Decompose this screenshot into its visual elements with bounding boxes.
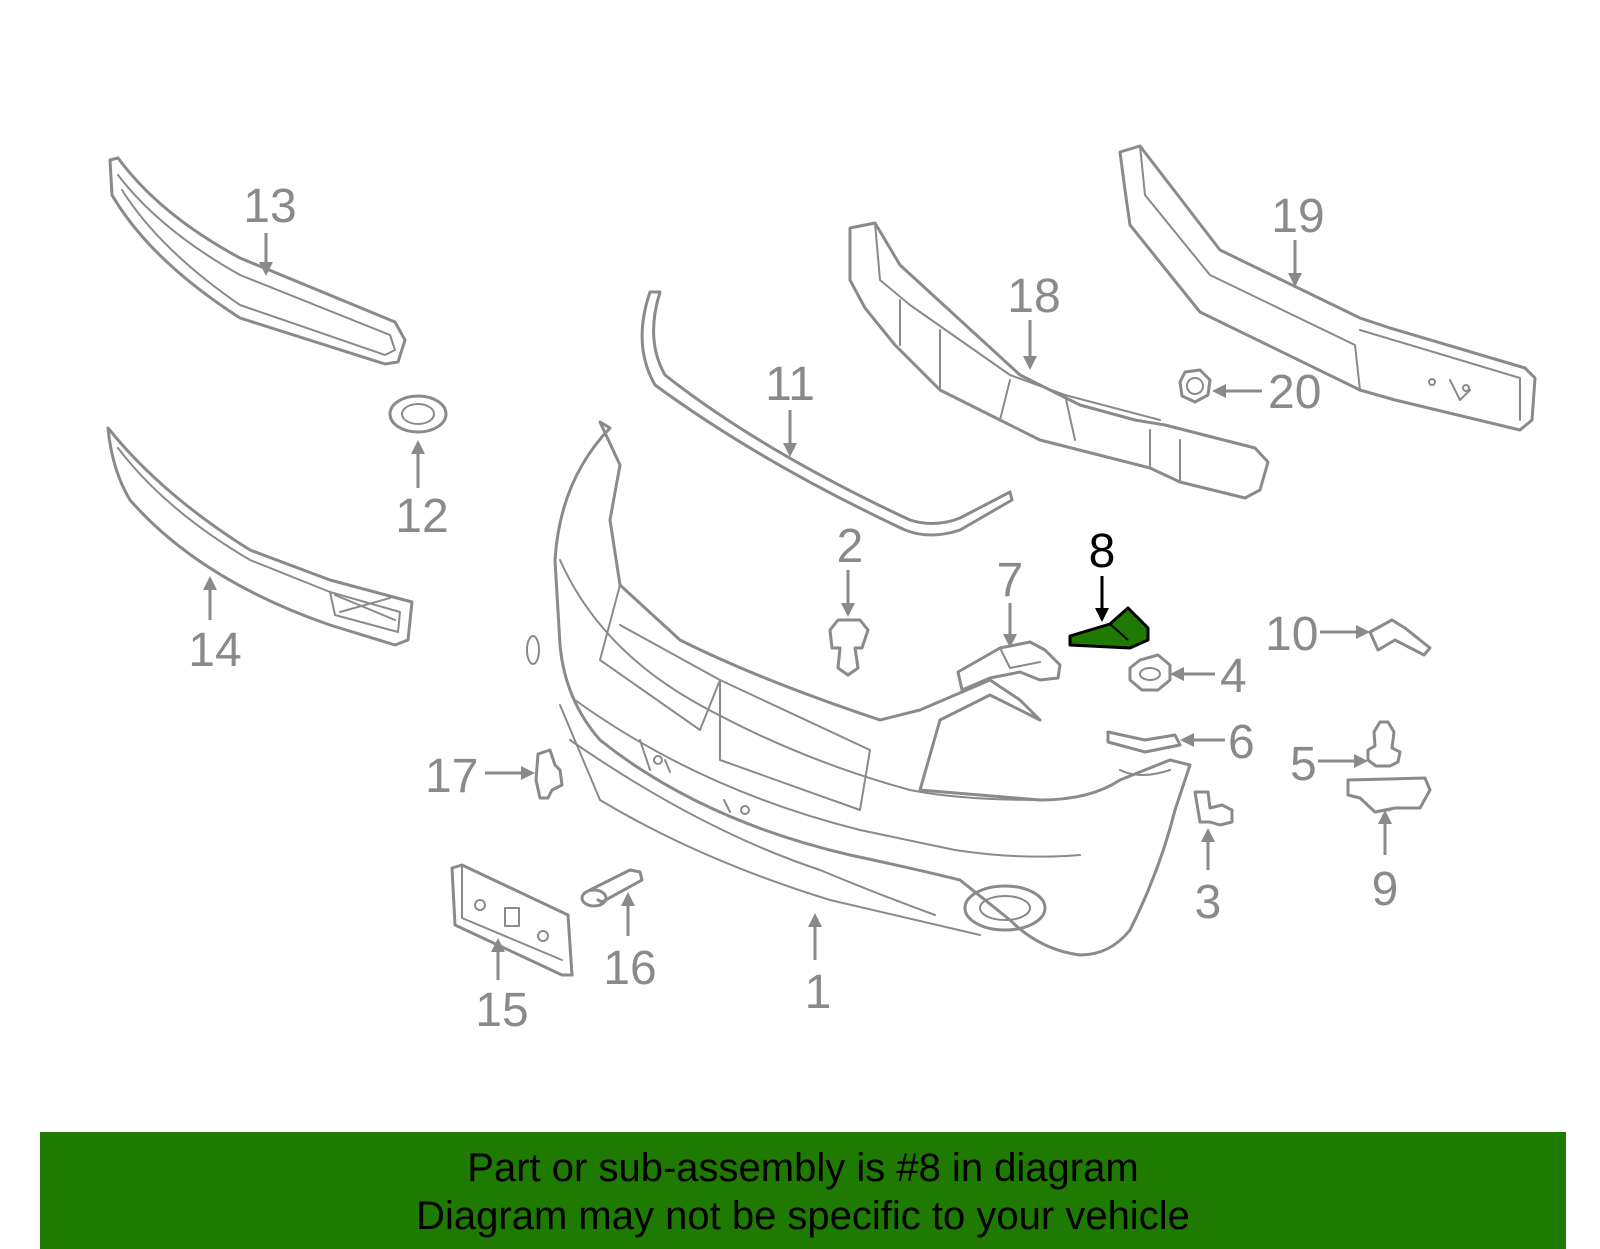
- part-11-seal-strip: [640, 290, 1014, 537]
- part-1-bumper-fascia: [526, 420, 1192, 957]
- callout-11: 11: [765, 358, 815, 411]
- part-12-ring: [388, 394, 448, 434]
- banner-line-1: Part or sub-assembly is #8 in diagram: [467, 1146, 1139, 1190]
- callout-5: 5: [1290, 738, 1317, 791]
- part-18-absorber: [848, 221, 1270, 500]
- callout-6: 6: [1228, 716, 1255, 769]
- callout-8: 8: [1089, 525, 1116, 578]
- part-3-clip: [1193, 790, 1234, 827]
- part-2-clip: [828, 618, 870, 677]
- callout-9: 9: [1372, 863, 1399, 916]
- part-16-pin: [580, 868, 644, 908]
- part-5-push-pin: [1366, 720, 1402, 768]
- part-10-bracket: [1368, 618, 1432, 657]
- callout-20: 20: [1268, 366, 1321, 419]
- part-4-nut: [1128, 653, 1172, 692]
- callout-7: 7: [997, 554, 1024, 607]
- callout-14: 14: [188, 624, 241, 677]
- part-13-upper-molding: [108, 156, 407, 366]
- callout-13: 13: [243, 180, 296, 233]
- callout-16: 16: [603, 942, 656, 995]
- callout-18: 18: [1007, 270, 1060, 323]
- callout-3: 3: [1195, 876, 1222, 929]
- part-7-bracket: [956, 640, 1062, 692]
- part-6-strip: [1106, 730, 1182, 754]
- leader-lines: [203, 233, 1392, 980]
- callout-2: 2: [837, 520, 864, 573]
- callout-12: 12: [395, 490, 448, 543]
- part-20-nut: [1178, 368, 1212, 404]
- callout-19: 19: [1271, 190, 1324, 243]
- callout-15: 15: [475, 984, 528, 1037]
- callout-17: 17: [425, 750, 478, 803]
- callout-4: 4: [1220, 650, 1247, 703]
- callout-numbers: 13 14 12 11 18 19 20 2 7 8 10 4 6 5 9 3 …: [188, 180, 1398, 1037]
- callout-1: 1: [805, 966, 832, 1019]
- part-15-plate-bracket: [450, 863, 574, 977]
- part-8-highlighted-bracket: [1068, 606, 1150, 650]
- banner-line-2: Diagram may not be specific to your vehi…: [416, 1194, 1190, 1238]
- part-14-lower-molding: [106, 426, 414, 647]
- part-19-reinforcement: [1118, 144, 1537, 432]
- info-banner: Part or sub-assembly is #8 in diagram Di…: [40, 1132, 1566, 1249]
- callout-10: 10: [1265, 608, 1318, 661]
- part-17-clip: [534, 748, 564, 800]
- part-9-bracket: [1346, 776, 1432, 814]
